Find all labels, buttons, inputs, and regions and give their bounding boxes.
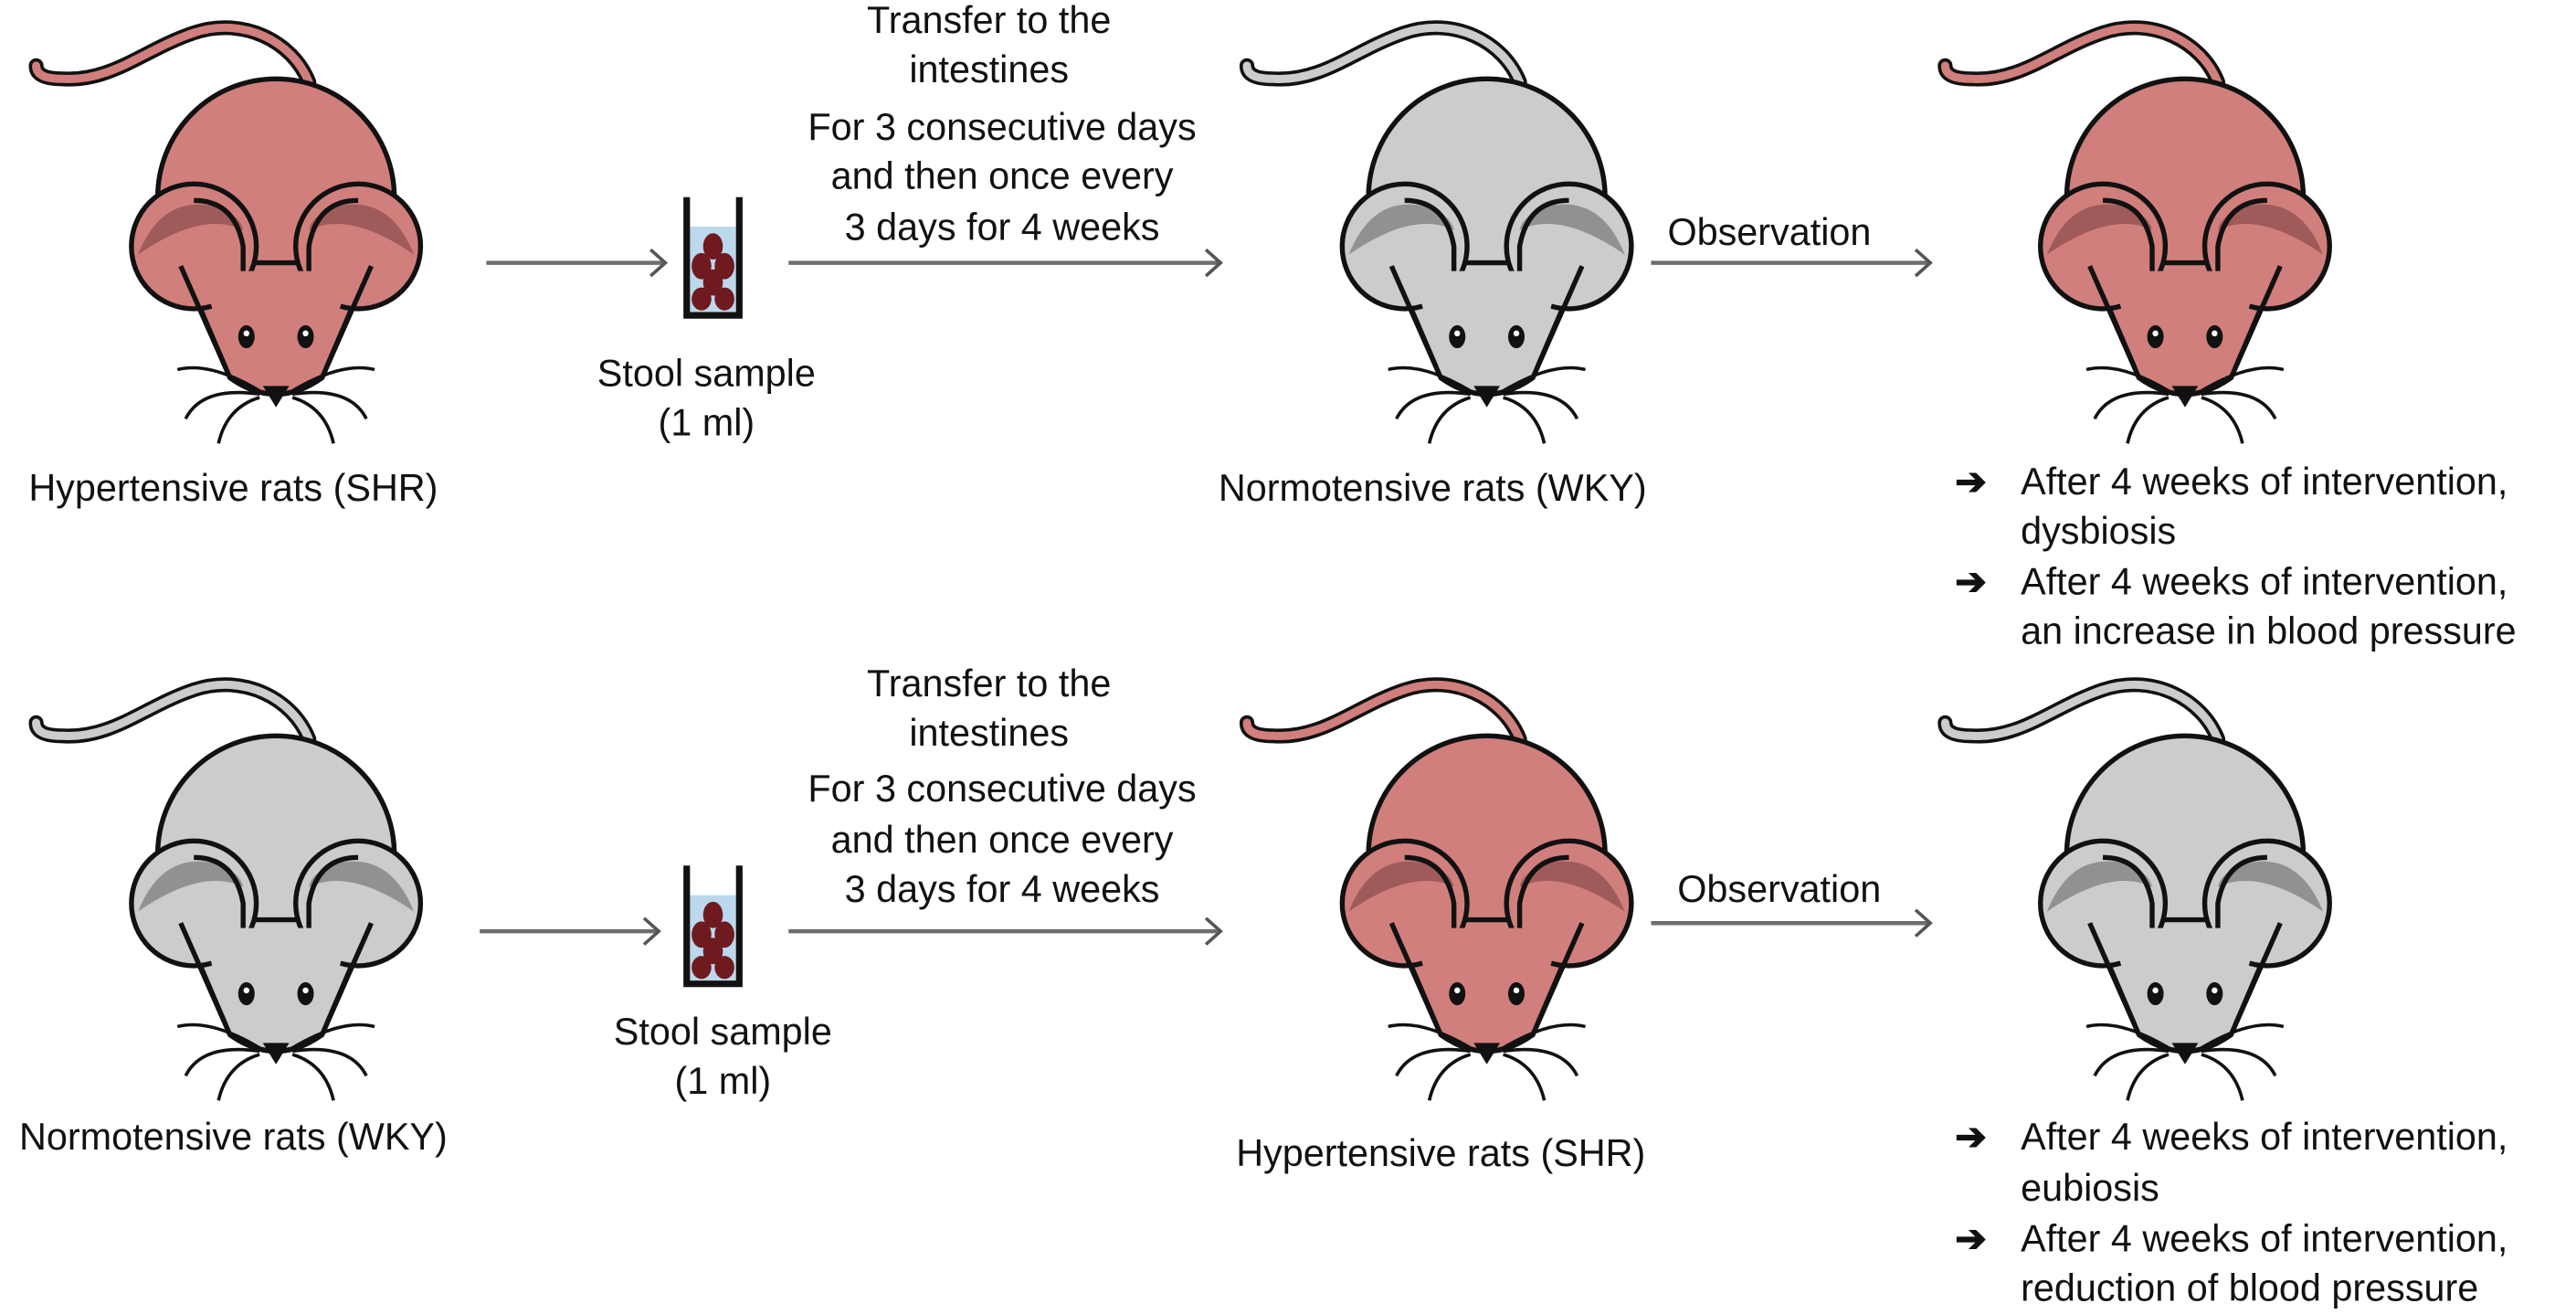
arrow-to-sample bbox=[486, 248, 669, 278]
sample-label-line1: Stool sample bbox=[597, 352, 816, 394]
outcome-2: ➔ After 4 weeks of intervention, reducti… bbox=[1955, 1218, 2507, 1309]
rat-icon-result bbox=[1937, 677, 2332, 1101]
arrow-to-result bbox=[1651, 248, 1933, 278]
row-2: Normotensive rats (WKY) Stool sample (1 … bbox=[19, 662, 2507, 1309]
arrow-right-icon: ➔ bbox=[1955, 1218, 1987, 1260]
outcome-line2: eubiosis bbox=[2021, 1167, 2159, 1209]
stool-tube-icon bbox=[687, 865, 740, 983]
transfer-schedule-line1: For 3 consecutive days bbox=[808, 106, 1196, 148]
observation-label: Observation bbox=[1667, 211, 1871, 253]
arrow-right-icon: ➔ bbox=[1955, 461, 1987, 503]
outcome-line2: reduction of blood pressure bbox=[2021, 1267, 2478, 1309]
outcome-line1: After 4 weeks of intervention, bbox=[2021, 1218, 2507, 1260]
stool-tube-icon bbox=[687, 197, 740, 315]
outcome-line2: an increase in blood pressure bbox=[2021, 610, 2517, 652]
donor-label: Hypertensive rats (SHR) bbox=[28, 467, 438, 509]
outcome-line1: After 4 weeks of intervention, bbox=[2021, 1116, 2507, 1158]
arrow-to-recipient bbox=[788, 248, 1223, 278]
transfer-title-line2: intestines bbox=[909, 712, 1069, 754]
outcome-1: ➔ After 4 weeks of intervention, eubiosi… bbox=[1955, 1116, 2507, 1209]
outcome-line1: After 4 weeks of intervention, bbox=[2021, 561, 2507, 603]
sample-label-line1: Stool sample bbox=[614, 1011, 832, 1053]
outcome-1: ➔ After 4 weeks of intervention, dysbios… bbox=[1955, 461, 2507, 552]
donor-label: Normotensive rats (WKY) bbox=[19, 1116, 448, 1158]
rat-icon-donor bbox=[28, 677, 424, 1101]
transfer-schedule-line3: 3 days for 4 weeks bbox=[845, 868, 1160, 910]
observation-label: Observation bbox=[1677, 868, 1881, 910]
rat-icon-recipient bbox=[1239, 20, 1634, 444]
row-1: Hypertensive rats (SHR) Stool sample (1 … bbox=[28, 0, 2516, 652]
outcome-2: ➔ After 4 weeks of intervention, an incr… bbox=[1955, 561, 2516, 652]
transfer-title-line2: intestines bbox=[909, 48, 1069, 90]
transfer-schedule-line2: and then once every bbox=[831, 819, 1174, 861]
transfer-title-line1: Transfer to the bbox=[867, 662, 1111, 705]
rat-icon-result bbox=[1937, 20, 2332, 444]
recipient-label: Hypertensive rats (SHR) bbox=[1236, 1132, 1645, 1174]
rat-icon-recipient bbox=[1239, 677, 1634, 1101]
transfer-title-line1: Transfer to the bbox=[867, 0, 1111, 41]
transfer-schedule-line2: and then once every bbox=[831, 155, 1174, 197]
arrow-to-recipient bbox=[788, 917, 1223, 946]
outcome-line2: dysbiosis bbox=[2021, 510, 2176, 552]
outcome-line1: After 4 weeks of intervention, bbox=[2021, 461, 2507, 503]
arrow-to-sample bbox=[480, 917, 661, 946]
sample-label-line2: (1 ml) bbox=[659, 401, 755, 443]
arrow-right-icon: ➔ bbox=[1955, 561, 1987, 603]
sample-label-line2: (1 ml) bbox=[674, 1060, 771, 1102]
transfer-schedule-line3: 3 days for 4 weeks bbox=[845, 206, 1160, 248]
recipient-label: Normotensive rats (WKY) bbox=[1219, 467, 1647, 509]
arrow-to-result bbox=[1651, 908, 1933, 938]
transfer-schedule-line1: For 3 consecutive days bbox=[808, 768, 1196, 810]
arrow-right-icon: ➔ bbox=[1955, 1116, 1987, 1158]
rat-icon-donor bbox=[28, 20, 424, 444]
